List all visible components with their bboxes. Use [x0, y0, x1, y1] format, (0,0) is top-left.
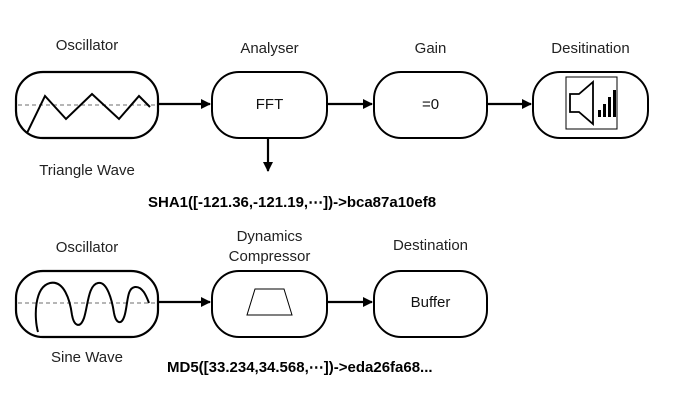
md5-output: MD5([33.234,34.568,⋯])->eda26fa68...: [167, 359, 433, 376]
destination-title-2: Destination: [392, 237, 469, 254]
triangle-wave-caption: Triangle Wave: [39, 162, 135, 179]
analyser-title: Analyser: [240, 40, 299, 57]
trapezoid-icon: [246, 288, 293, 316]
sine-wave-icon: [34, 281, 150, 333]
buffer-content: Buffer: [410, 294, 451, 311]
sine-wave-caption: Sine Wave: [51, 349, 123, 366]
compressor-title-line2: Compressor: [228, 248, 311, 265]
compressor-title-line1: Dynamics: [236, 228, 303, 245]
analyser-content: FFT: [255, 96, 284, 113]
buffer-destination-node: [373, 270, 488, 338]
gain-content: =0: [421, 96, 440, 113]
triangle-wave-icon: [26, 92, 151, 134]
destination-title: Desitination: [551, 40, 630, 57]
oscillator-title: Oscillator: [55, 37, 119, 54]
gain-title: Gain: [414, 40, 447, 57]
speaker-volume-icon: [565, 76, 618, 130]
oscillator-title-2: Oscillator: [55, 239, 119, 256]
oscillator-triangle-node: [14, 70, 160, 140]
sha1-output: SHA1([-121.36,-121.19,⋯])->bca87a10ef8: [148, 194, 437, 211]
